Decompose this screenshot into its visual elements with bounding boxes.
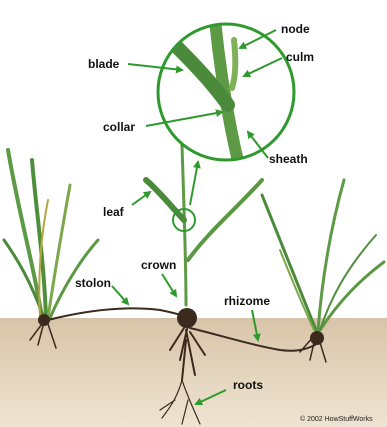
label-sheath: sheath [269,152,308,166]
arrow-zoom [190,162,198,205]
label-leaf: leaf [103,205,124,219]
arrow-leaf [132,192,150,205]
label-collar: collar [103,120,135,134]
label-blade: blade [88,57,119,71]
label-rhizome: rhizome [224,294,270,308]
label-crown: crown [141,258,176,272]
copyright-notice: © 2002 HowStuffWorks [300,416,373,423]
label-node: node [281,22,310,36]
label-culm: culm [286,50,314,64]
label-stolon: stolon [75,276,111,290]
label-roots: roots [233,378,263,392]
arrow-crown [162,274,176,296]
right-grass-clump [262,180,384,330]
arrow-stolon [112,286,128,304]
left-grass-clump [4,150,98,318]
magnified-inset [158,20,294,170]
